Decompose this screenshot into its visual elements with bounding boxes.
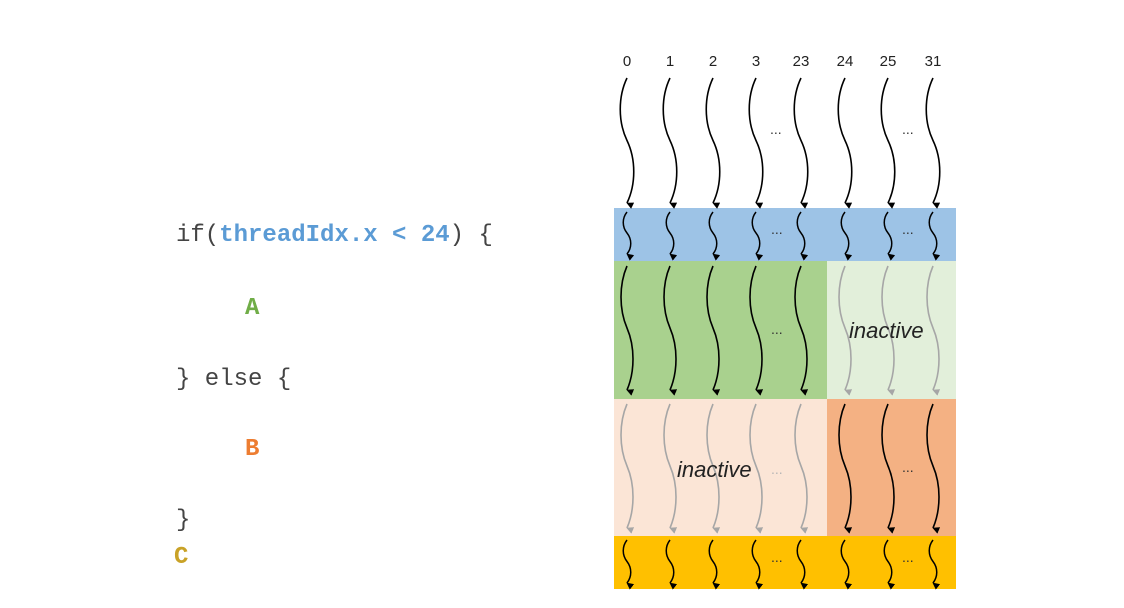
code-if-keyword: if( <box>176 222 220 249</box>
ellipsis-band-bottom-right: ... <box>902 549 914 565</box>
thread-arrow-top <box>793 77 809 209</box>
thread-arrow-common-top <box>665 211 678 261</box>
code-else-line: } else { <box>176 366 292 393</box>
thread-arrow-common-bottom <box>665 539 678 590</box>
code-close-brace: } <box>176 507 191 534</box>
ellipsis-top-left: ... <box>770 121 782 137</box>
code-branch-b: B <box>245 436 260 463</box>
branch-a-active-region <box>614 261 827 399</box>
thread-id-label: 2 <box>709 53 717 70</box>
thread-arrow-branch-a-inactive <box>838 265 853 396</box>
thread-arrow-common-bottom <box>751 539 764 590</box>
thread-arrow-common-bottom <box>840 539 853 590</box>
thread-arrow-common-bottom <box>883 539 896 590</box>
thread-arrow-common-top <box>796 211 809 261</box>
thread-id-label: 1 <box>666 53 674 70</box>
thread-arrow-top <box>705 77 721 209</box>
ellipsis-branch-b: ... <box>902 459 914 475</box>
thread-arrow-common-bottom <box>796 539 809 590</box>
branch-b-active-region <box>827 399 956 536</box>
thread-arrow-top <box>662 77 678 209</box>
thread-arrow-top <box>748 77 764 209</box>
thread-arrow-branch-b-inactive <box>663 403 678 534</box>
thread-arrow-branch-a-inactive <box>881 265 896 396</box>
thread-arrow-branch-a-active <box>620 265 635 396</box>
thread-arrow-branch-a-active <box>706 265 721 396</box>
code-if-line: if(threadIdx.x < 24) { <box>176 224 493 248</box>
code-after-c: C <box>174 544 189 571</box>
thread-arrow-branch-b-inactive <box>794 403 809 534</box>
thread-arrow-top <box>619 77 635 209</box>
thread-arrow-common-top <box>883 211 896 261</box>
thread-arrow-common-top <box>928 211 941 261</box>
ellipsis-branch-a: ... <box>771 321 783 337</box>
thread-id-label: 24 <box>837 53 854 70</box>
code-if-close: ) { <box>449 222 493 249</box>
thread-arrow-branch-b-active <box>838 403 853 534</box>
thread-arrow-branch-a-active <box>663 265 678 396</box>
thread-arrow-common-bottom <box>928 539 941 590</box>
thread-id-label: 0 <box>623 53 631 70</box>
ellipsis-band-top-right: ... <box>902 221 914 237</box>
thread-arrow-branch-b-inactive <box>749 403 764 534</box>
branch-b-inactive-region <box>614 399 827 536</box>
thread-arrow-branch-a-active <box>749 265 764 396</box>
thread-id-label: 3 <box>752 53 760 70</box>
thread-id-label: 25 <box>880 53 897 70</box>
thread-id-label: 31 <box>925 53 942 70</box>
thread-arrow-common-top <box>751 211 764 261</box>
code-branch-a: A <box>245 295 260 322</box>
thread-arrow-common-bottom <box>622 539 635 590</box>
thread-arrow-common-top <box>622 211 635 261</box>
code-condition: threadIdx.x < 24 <box>219 222 450 249</box>
thread-id-label: 23 <box>793 53 810 70</box>
ellipsis-band-top-left: ... <box>771 221 783 237</box>
thread-arrow-top <box>837 77 853 209</box>
thread-arrow-top <box>880 77 896 209</box>
thread-arrow-branch-a-active <box>794 265 809 396</box>
inactive-label-branch-b: inactive <box>677 457 752 482</box>
thread-arrow-branch-b-inactive <box>706 403 721 534</box>
thread-arrow-common-top <box>840 211 853 261</box>
thread-arrow-branch-b-active <box>926 403 941 534</box>
thread-squiggles <box>619 77 941 590</box>
thread-arrow-branch-b-active <box>881 403 896 534</box>
ellipsis-top-right: ... <box>902 121 914 137</box>
thread-arrow-branch-b-inactive <box>620 403 635 534</box>
thread-arrow-common-top <box>708 211 721 261</box>
ellipsis-band-bottom-left: ... <box>771 549 783 565</box>
thread-arrow-top <box>925 77 941 209</box>
ellipsis-branch-b-inactive: ... <box>771 461 783 477</box>
thread-arrow-common-bottom <box>708 539 721 590</box>
thread-arrow-branch-a-inactive <box>926 265 941 396</box>
inactive-label-branch-a: inactive <box>849 318 924 343</box>
